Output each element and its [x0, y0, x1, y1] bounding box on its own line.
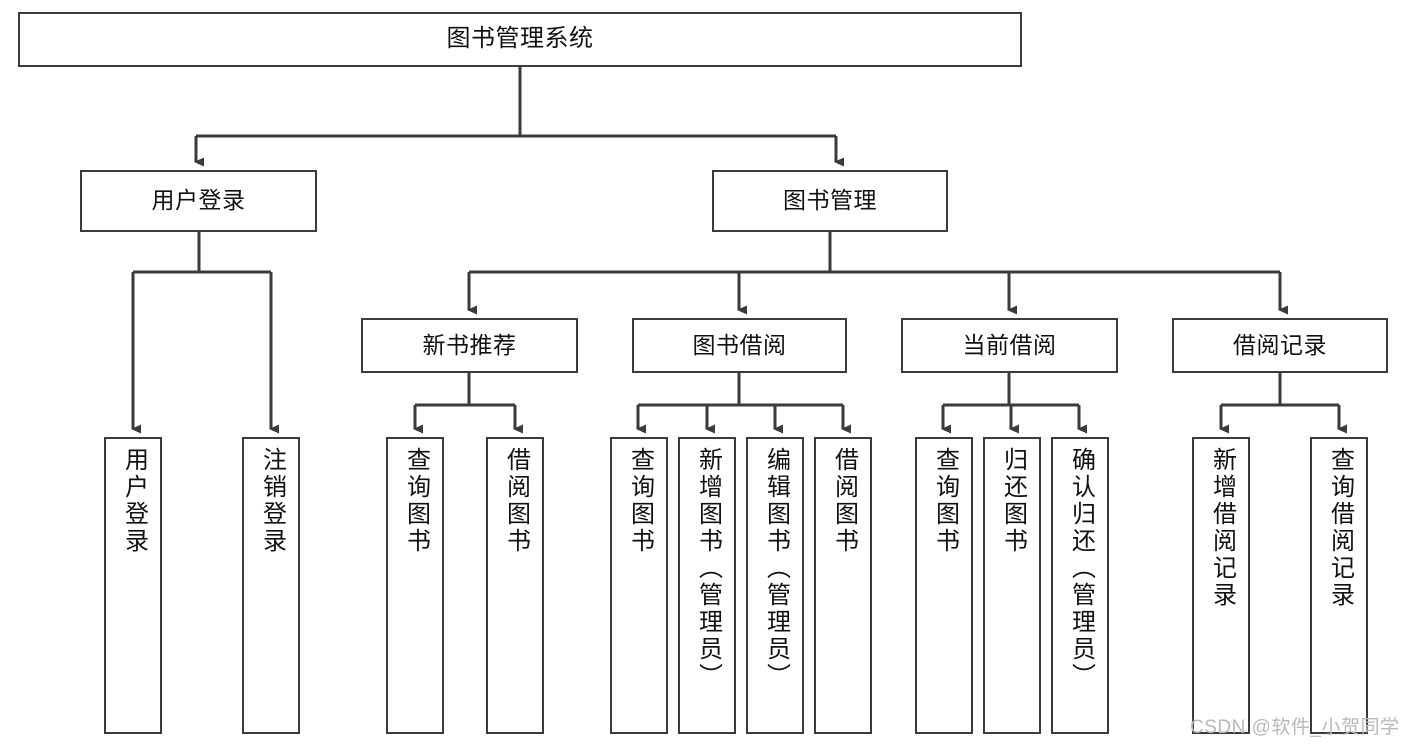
node-new-book-recommend[interactable]: 新书推荐 [361, 318, 578, 373]
node-root-system[interactable]: 图书管理系统 [18, 12, 1022, 67]
node-borrow-record[interactable]: 借阅记录 [1172, 318, 1388, 373]
node-label: 注销登录 [258, 447, 286, 555]
node-label: 查询图书 [402, 447, 430, 555]
leaf-current-query-book[interactable]: 查询图书 [915, 437, 973, 734]
node-label: 新增图书（管理员） [694, 447, 722, 690]
leaf-record-add-record[interactable]: 新增借阅记录 [1192, 437, 1250, 734]
node-label: 新书推荐 [422, 331, 517, 358]
leaf-user-login[interactable]: 用户登录 [104, 437, 162, 734]
leaf-borrow-query-book[interactable]: 查询图书 [610, 437, 668, 734]
node-label: 图书管理 [783, 187, 877, 214]
node-label: 查询图书 [931, 447, 959, 555]
leaf-borrow-edit-book-admin[interactable]: 编辑图书（管理员） [746, 437, 804, 734]
node-label: 新增借阅记录 [1208, 447, 1236, 609]
node-label: 当前借阅 [962, 331, 1057, 358]
node-label: 用户登录 [120, 447, 148, 555]
node-user-login[interactable]: 用户登录 [80, 170, 317, 232]
node-label: 编辑图书（管理员） [762, 447, 790, 690]
node-book-management[interactable]: 图书管理 [712, 170, 948, 232]
node-label: 用户登录 [151, 187, 246, 214]
csdn-watermark: CSDN @软件_小贺同学 [1190, 717, 1400, 738]
leaf-borrow-add-book-admin[interactable]: 新增图书（管理员） [678, 437, 736, 734]
leaf-record-query-record[interactable]: 查询借阅记录 [1310, 437, 1368, 734]
node-label: 查询借阅记录 [1326, 447, 1354, 609]
node-label: 查询图书 [626, 447, 654, 555]
node-current-borrow[interactable]: 当前借阅 [901, 318, 1118, 373]
node-label: 图书管理系统 [446, 25, 594, 53]
node-label: 归还图书 [999, 447, 1027, 555]
leaf-newbook-borrow-book[interactable]: 借阅图书 [486, 437, 544, 734]
leaf-current-confirm-return-admin[interactable]: 确认归还（管理员） [1051, 437, 1109, 734]
node-book-borrow[interactable]: 图书借阅 [632, 318, 847, 373]
node-label: 图书借阅 [692, 331, 787, 358]
node-label: 确认归还（管理员） [1067, 447, 1095, 690]
leaf-newbook-query-book[interactable]: 查询图书 [386, 437, 444, 734]
node-label: 借阅图书 [830, 447, 858, 555]
leaf-user-logout[interactable]: 注销登录 [242, 437, 300, 734]
leaf-borrow-borrow-book[interactable]: 借阅图书 [814, 437, 872, 734]
leaf-current-return-book[interactable]: 归还图书 [983, 437, 1041, 734]
node-label: 借阅记录 [1233, 331, 1327, 358]
node-label: 借阅图书 [502, 447, 530, 555]
